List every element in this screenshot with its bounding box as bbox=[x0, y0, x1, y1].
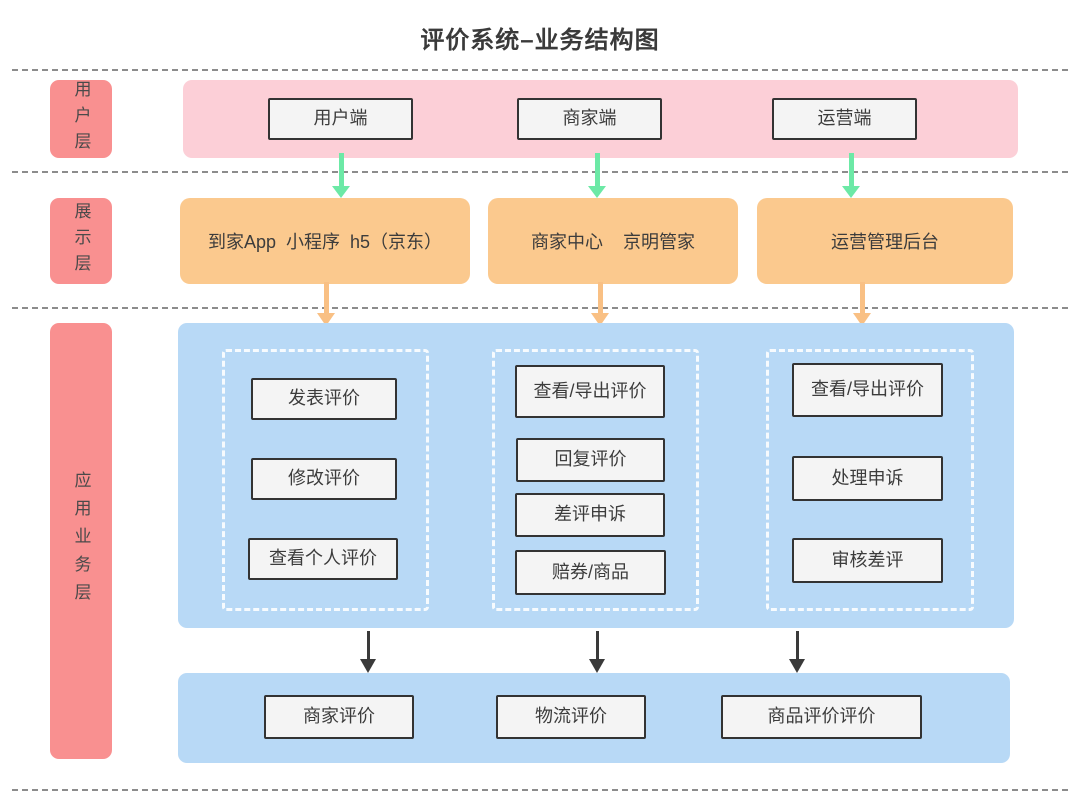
arrow-down-icon bbox=[842, 153, 860, 198]
arrow-down-icon bbox=[591, 282, 609, 326]
output-node-product-review: 商品评价评价 bbox=[721, 695, 922, 739]
layer-separator-3 bbox=[12, 307, 1068, 309]
arrow-down-icon bbox=[789, 631, 805, 673]
output-node-merchant-review: 商家评价 bbox=[264, 695, 414, 739]
group-frame-operation bbox=[766, 349, 974, 611]
layer-separator-4 bbox=[12, 789, 1068, 791]
group-frame-user bbox=[222, 349, 429, 611]
arrow-down-icon bbox=[853, 282, 871, 326]
layer-label-application: 应用业务层 bbox=[50, 323, 112, 759]
node-operation-client: 运营端 bbox=[772, 98, 917, 140]
app-node-publish-review: 发表评价 bbox=[251, 378, 397, 420]
layer-label-user: 用户层 bbox=[50, 80, 112, 158]
app-node-handle-appeal: 处理申诉 bbox=[792, 456, 943, 501]
app-node-view-personal-review: 查看个人评价 bbox=[248, 538, 398, 580]
node-merchant-client: 商家端 bbox=[517, 98, 662, 140]
diagram-title: 评价系统–业务结构图 bbox=[420, 27, 660, 54]
layer-separator-1 bbox=[12, 69, 1068, 71]
display-node-merchant-center: 商家中心 京明管家 bbox=[488, 198, 738, 284]
app-node-view-export-review: 查看/导出评价 bbox=[515, 365, 665, 418]
app-node-reply-review: 回复评价 bbox=[516, 438, 665, 482]
output-node-logistics-review: 物流评价 bbox=[496, 695, 646, 739]
layer-label-display: 展示层 bbox=[50, 198, 112, 284]
display-node-daojia-app: 到家App 小程序 h5（京东） bbox=[180, 198, 470, 284]
arrow-down-icon bbox=[360, 631, 376, 673]
app-node-audit-bad-review: 审核差评 bbox=[792, 538, 943, 583]
arrow-down-icon bbox=[589, 631, 605, 673]
arrow-down-icon bbox=[588, 153, 606, 198]
arrow-down-icon bbox=[332, 153, 350, 198]
layer-separator-2 bbox=[12, 171, 1068, 173]
app-node-edit-review: 修改评价 bbox=[251, 458, 397, 500]
app-node-bad-review-appeal: 差评申诉 bbox=[515, 493, 665, 537]
display-node-ops-admin: 运营管理后台 bbox=[757, 198, 1013, 284]
node-user-client: 用户端 bbox=[268, 98, 413, 140]
group-frame-merchant bbox=[492, 349, 699, 611]
app-node-view-export-review-2: 查看/导出评价 bbox=[792, 363, 943, 417]
app-node-coupon-goods: 赔券/商品 bbox=[515, 550, 666, 595]
arrow-down-icon bbox=[317, 282, 335, 326]
